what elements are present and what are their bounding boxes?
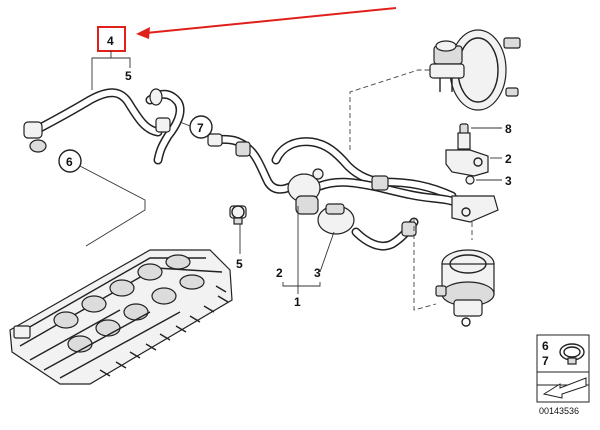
dash-line-booster: [349, 69, 430, 150]
air-pump: [435, 249, 495, 327]
highlight-box: [97, 26, 126, 52]
callout-2-bottom[interactable]: 2: [276, 266, 283, 280]
mount-bracket: [445, 123, 499, 223]
bracket-4b: [111, 57, 131, 68]
bracket-4: [91, 51, 112, 90]
callout-7-circle: [189, 115, 213, 139]
hose-part-4: [23, 88, 185, 165]
check-valves: [287, 168, 355, 235]
callout-6-circle: [58, 149, 82, 173]
callout-3-bottom[interactable]: 3: [314, 266, 321, 280]
callout-4[interactable]: 4: [107, 34, 114, 48]
callout-7[interactable]: 7: [197, 121, 204, 135]
legend-6: 6: [542, 339, 549, 353]
callout-8[interactable]: 8: [505, 122, 512, 136]
callout-6[interactable]: 6: [66, 155, 73, 169]
brake-booster: [429, 29, 521, 111]
callout-5-clip[interactable]: 5: [236, 257, 243, 271]
lead-6: [79, 165, 146, 247]
callout-1[interactable]: 1: [294, 295, 301, 309]
bracket-1b: [298, 282, 321, 287]
cylinder-head: [9, 249, 233, 385]
hose-part-1: [207, 133, 465, 251]
arrow-icon: [542, 377, 587, 399]
bracket-1: [282, 282, 299, 294]
hose-clip: [229, 205, 247, 225]
highlight-arrow: [136, 7, 397, 39]
legend-box: 6 7: [536, 334, 590, 403]
head-bolts: [99, 285, 229, 377]
diagram-id: 00143536: [539, 406, 579, 416]
callout-5-top[interactable]: 5: [125, 69, 132, 83]
callout-3-right[interactable]: 3: [505, 174, 512, 188]
lead-1-up2: [319, 231, 335, 273]
dash-line-pump: [413, 218, 437, 311]
legend-7: 7: [542, 354, 549, 368]
lead-7: [179, 121, 191, 127]
callout-2-right[interactable]: 2: [505, 152, 512, 166]
